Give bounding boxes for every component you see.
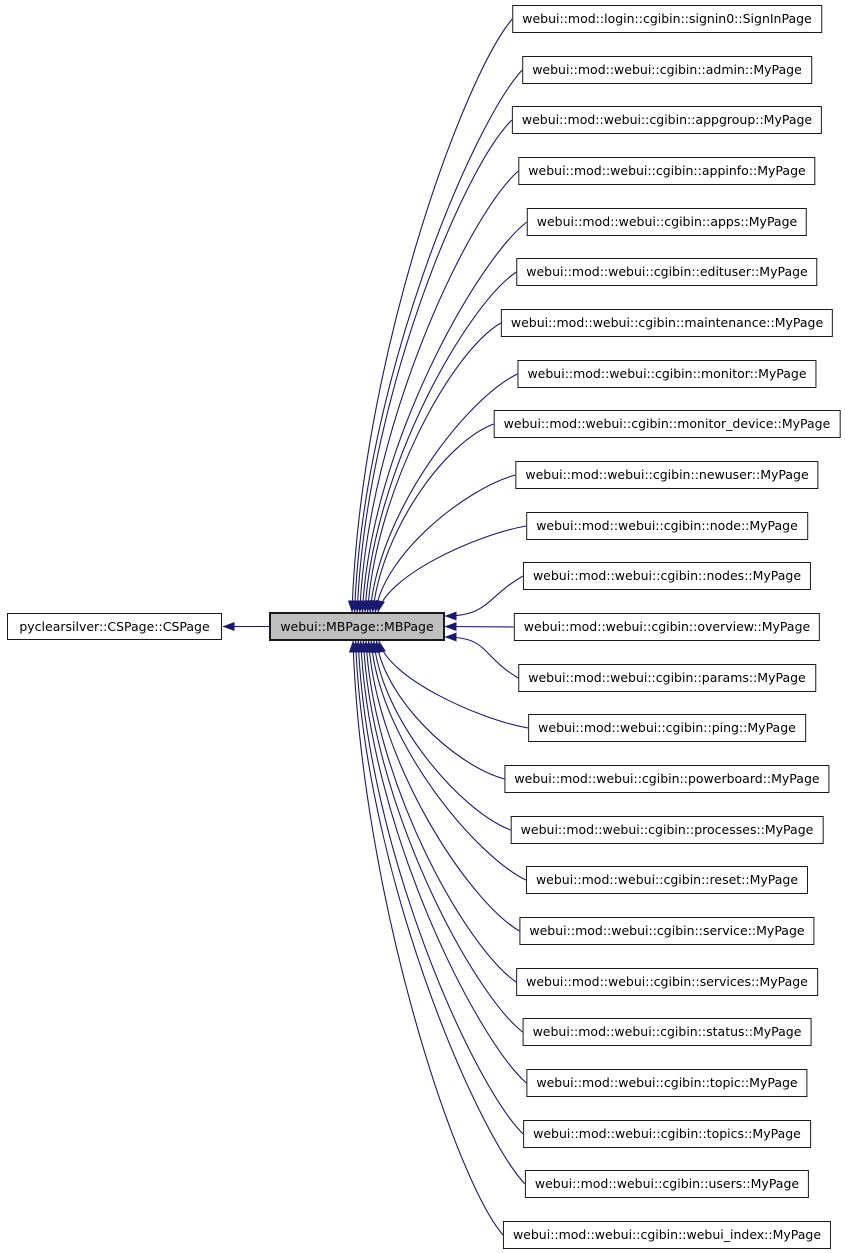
node-ping[interactable]: webui::mod::webui::cgibin::ping::MyPage: [528, 714, 806, 742]
node-users[interactable]: webui::mod::webui::cgibin::users::MyPage: [524, 1170, 810, 1198]
node-overview[interactable]: webui::mod::webui::cgibin::overview::MyP…: [513, 613, 821, 641]
node-processes[interactable]: webui::mod::webui::cgibin::processes::My…: [510, 816, 824, 844]
node-webui-index[interactable]: webui::mod::webui::cgibin::webui_index::…: [502, 1221, 832, 1249]
node-cspage[interactable]: pyclearsilver::CSPage::CSPage: [7, 613, 222, 640]
node-maintenance[interactable]: webui::mod::webui::cgibin::maintenance::…: [500, 309, 834, 337]
node-topics[interactable]: webui::mod::webui::cgibin::topics::MyPag…: [523, 1120, 811, 1148]
node-nodes[interactable]: webui::mod::webui::cgibin::nodes::MyPage: [522, 562, 812, 590]
node-reset[interactable]: webui::mod::webui::cgibin::reset::MyPage: [525, 866, 809, 894]
node-apps[interactable]: webui::mod::webui::cgibin::apps::MyPage: [526, 208, 808, 236]
node-appinfo[interactable]: webui::mod::webui::cgibin::appinfo::MyPa…: [518, 157, 816, 185]
node-topic[interactable]: webui::mod::webui::cgibin::topic::MyPage: [526, 1069, 808, 1097]
node-monitor[interactable]: webui::mod::webui::cgibin::monitor::MyPa…: [517, 360, 817, 388]
node-newuser[interactable]: webui::mod::webui::cgibin::newuser::MyPa…: [515, 461, 819, 489]
node-mbpage: webui::MBPage::MBPage: [269, 612, 445, 641]
node-service[interactable]: webui::mod::webui::cgibin::service::MyPa…: [519, 917, 815, 945]
node-appgroup[interactable]: webui::mod::webui::cgibin::appgroup::MyP…: [511, 106, 823, 134]
node-services[interactable]: webui::mod::webui::cgibin::services::MyP…: [516, 968, 818, 996]
node-params[interactable]: webui::mod::webui::cgibin::params::MyPag…: [518, 664, 816, 692]
node-node[interactable]: webui::mod::webui::cgibin::node::MyPage: [526, 512, 808, 540]
node-signin0[interactable]: webui::mod::login::cgibin::signin0::Sign…: [512, 5, 822, 33]
node-status[interactable]: webui::mod::webui::cgibin::status::MyPag…: [522, 1018, 812, 1046]
node-monitor-device[interactable]: webui::mod::webui::cgibin::monitor_devic…: [493, 410, 841, 438]
node-powerboard[interactable]: webui::mod::webui::cgibin::powerboard::M…: [504, 765, 830, 793]
node-admin[interactable]: webui::mod::webui::cgibin::admin::MyPage: [522, 56, 812, 84]
node-edituser[interactable]: webui::mod::webui::cgibin::edituser::MyP…: [516, 258, 818, 286]
